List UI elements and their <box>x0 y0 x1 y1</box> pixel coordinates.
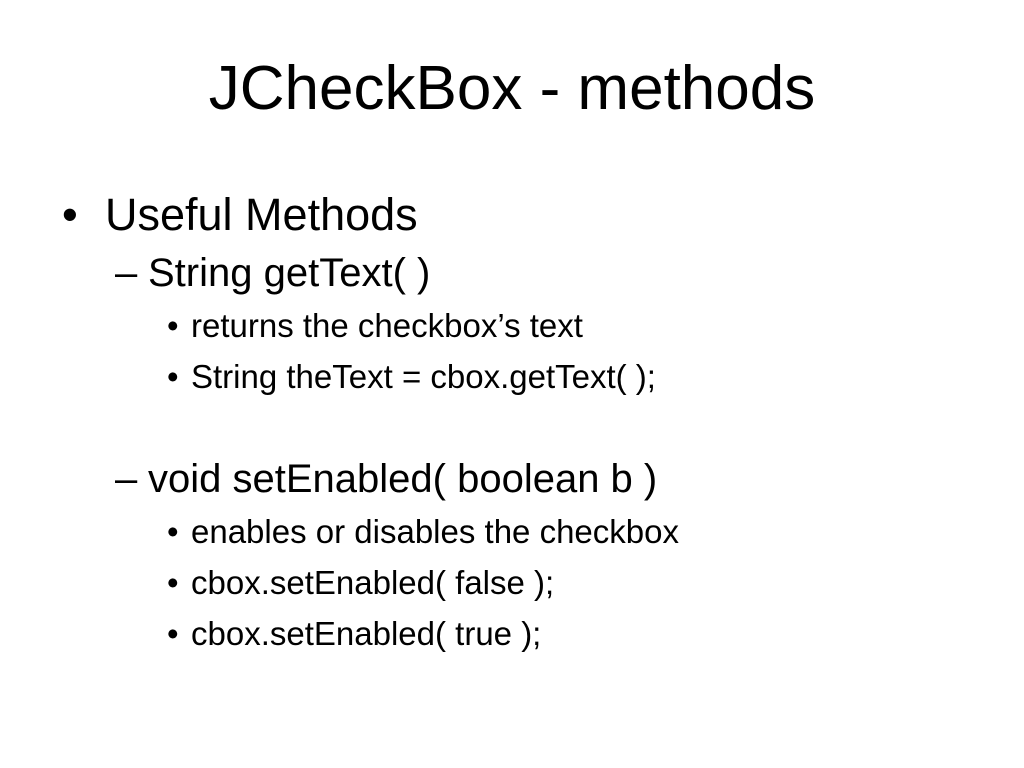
bullet-text: cbox.setEnabled( true ); <box>191 615 542 652</box>
bullet-line: • enables or disables the checkbox <box>0 506 1024 557</box>
bullet-line: – String getText( ) <box>0 246 1024 300</box>
bullet-marker: • <box>167 358 179 395</box>
bullet-line: • String theText = cbox.getText( ); <box>0 351 1024 402</box>
bullet-marker: • <box>62 189 78 240</box>
bullet-line: • Useful Methods <box>0 184 1024 246</box>
content-spacer <box>0 402 1024 452</box>
bullet-line: • cbox.setEnabled( true ); <box>0 608 1024 659</box>
bullet-line: – void setEnabled( boolean b ) <box>0 452 1024 506</box>
dash-marker: – <box>115 251 138 295</box>
slide-title: JCheckBox - methods <box>208 54 816 123</box>
slide-body: • Useful Methods – String getText( ) • r… <box>0 184 1024 659</box>
bullet-line: • cbox.setEnabled( false ); <box>0 557 1024 608</box>
bullet-text: String getText( ) <box>148 251 431 295</box>
dash-marker: – <box>115 457 138 501</box>
bullet-marker: • <box>167 615 179 652</box>
bullet-text: enables or disables the checkbox <box>191 513 679 550</box>
bullet-line: • returns the checkbox’s text <box>0 300 1024 351</box>
bullet-text: void setEnabled( boolean b ) <box>148 457 658 501</box>
bullet-text: String theText = cbox.getText( ); <box>191 358 656 395</box>
bullet-text: returns the checkbox’s text <box>191 307 583 344</box>
bullet-marker: • <box>167 564 179 601</box>
bullet-text: Useful Methods <box>105 189 418 240</box>
bullet-marker: • <box>167 513 179 550</box>
bullet-marker: • <box>167 307 179 344</box>
bullet-text: cbox.setEnabled( false ); <box>191 564 555 601</box>
